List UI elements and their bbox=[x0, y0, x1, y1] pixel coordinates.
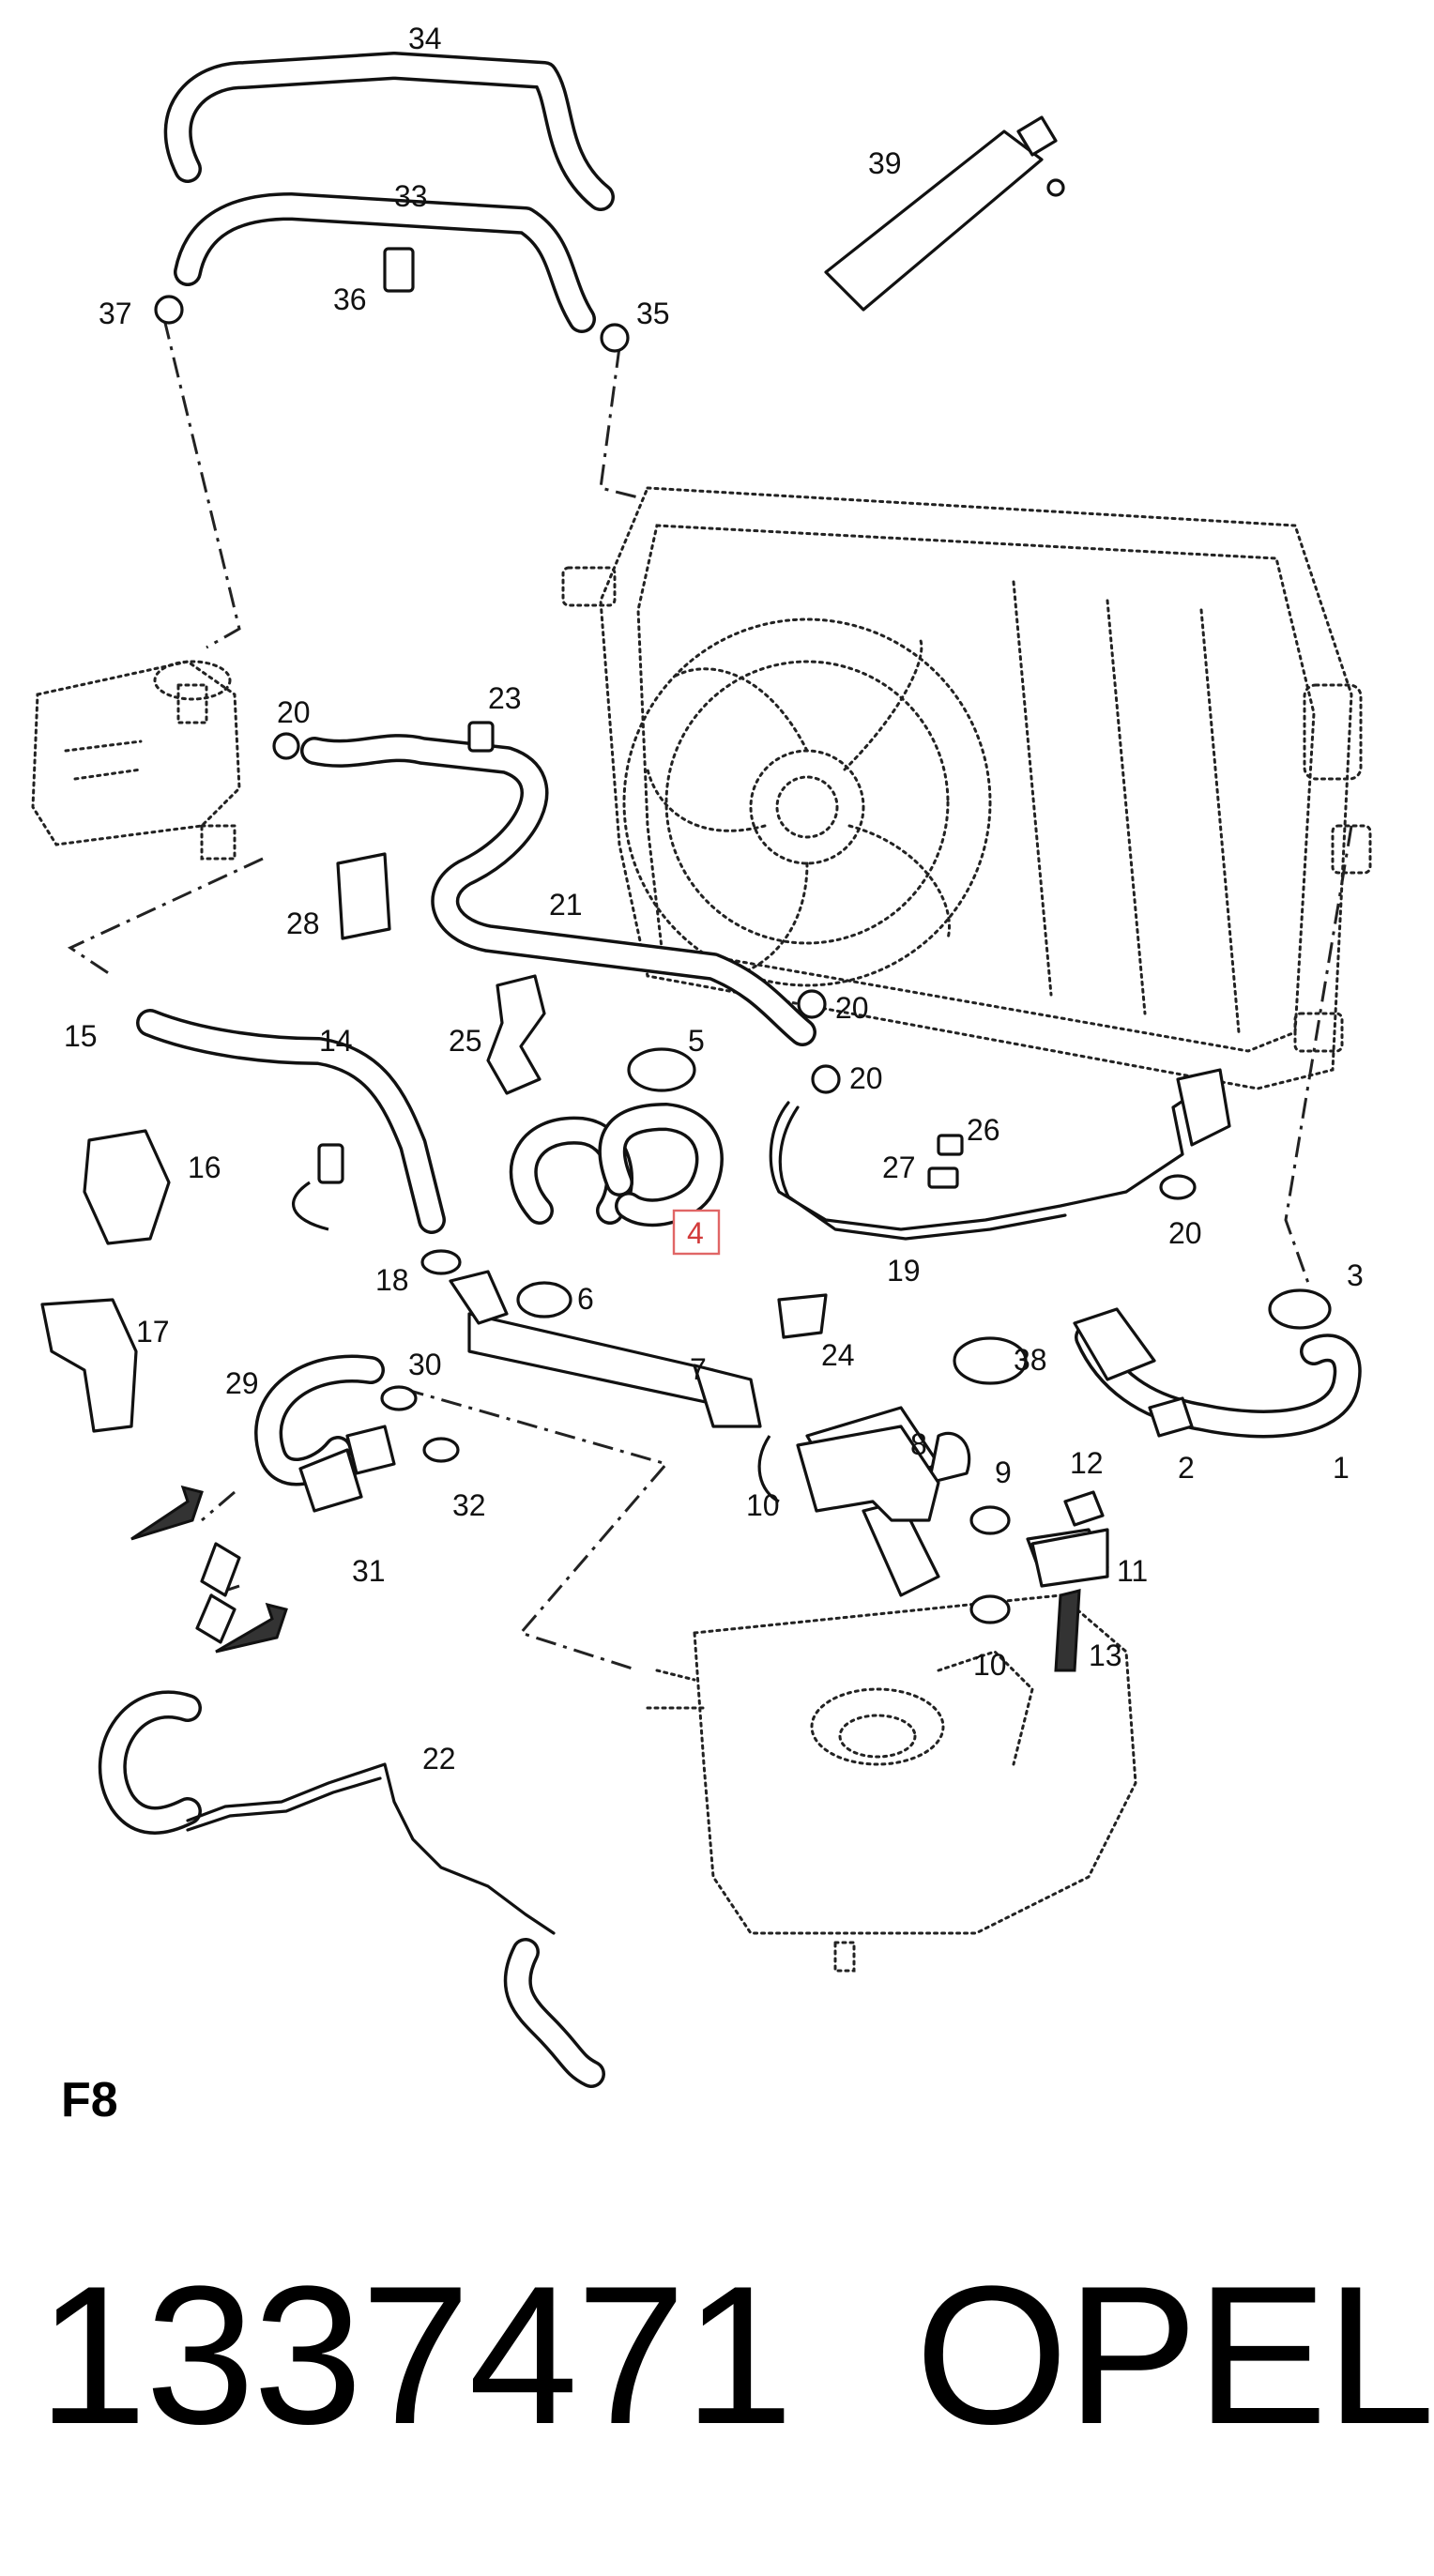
callout-label: 39 bbox=[868, 146, 902, 180]
callout-label: 38 bbox=[1014, 1343, 1047, 1377]
hoses bbox=[98, 52, 1362, 2088]
radiator-fan-assembly bbox=[561, 486, 1372, 1090]
callout-label: 16 bbox=[188, 1151, 221, 1184]
callout-label: 37 bbox=[99, 297, 132, 330]
callout-label: 1 bbox=[1333, 1451, 1350, 1485]
callout-label: 20 bbox=[277, 695, 311, 729]
callout-label: 14 bbox=[319, 1024, 353, 1058]
callout-labels: 1 2 3 4 5 6 7 8 9 10 10 11 12 13 14 15 1… bbox=[61, 22, 1364, 2127]
callout-label: 27 bbox=[882, 1151, 916, 1184]
brand-name: OPEL bbox=[915, 2245, 1434, 2465]
callout-label: 24 bbox=[821, 1338, 855, 1372]
callout-label: 11 bbox=[1117, 1554, 1148, 1588]
small-parts bbox=[40, 115, 1332, 1672]
engine-block bbox=[646, 1593, 1137, 1973]
callout-label: 34 bbox=[408, 22, 442, 55]
page-code: F8 bbox=[61, 2073, 118, 2127]
callout-label: 18 bbox=[375, 1263, 409, 1297]
callout-label: 29 bbox=[225, 1366, 259, 1400]
callout-label: 33 bbox=[394, 179, 428, 213]
callout-label: 5 bbox=[688, 1024, 705, 1058]
callout-label: 10 bbox=[746, 1488, 780, 1522]
callout-label: 20 bbox=[1168, 1216, 1202, 1250]
callout-label: 23 bbox=[488, 681, 522, 715]
highlighted-callout: 4 bbox=[687, 1216, 704, 1250]
callout-label: 20 bbox=[835, 991, 869, 1025]
callout-label: 9 bbox=[995, 1456, 1012, 1489]
callout-label: 25 bbox=[449, 1024, 482, 1058]
callout-label: 6 bbox=[577, 1282, 594, 1316]
callout-label: 22 bbox=[422, 1742, 456, 1776]
callout-label: 21 bbox=[549, 888, 583, 922]
callout-label: 8 bbox=[910, 1427, 927, 1461]
callout-label: 20 bbox=[849, 1061, 883, 1095]
callout-label: 26 bbox=[967, 1113, 1000, 1147]
callout-label: 35 bbox=[636, 297, 670, 330]
callout-label: 19 bbox=[887, 1254, 921, 1288]
callout-label: 31 bbox=[352, 1554, 386, 1588]
callout-label: 28 bbox=[286, 907, 320, 940]
highlighted-callout-box bbox=[672, 1209, 721, 1256]
callout-label: 36 bbox=[333, 282, 367, 316]
callout-label: 12 bbox=[1070, 1446, 1104, 1480]
callout-label: 13 bbox=[1089, 1639, 1122, 1672]
callout-label: 7 bbox=[690, 1352, 707, 1386]
callout-label: 10 bbox=[973, 1648, 1007, 1682]
expansion-tank bbox=[31, 660, 241, 861]
leader-lines bbox=[67, 318, 1353, 1672]
callout-label: 32 bbox=[452, 1488, 486, 1522]
callout-label: 3 bbox=[1347, 1258, 1364, 1292]
part-number: 1337471 bbox=[38, 2245, 794, 2465]
callout-label: 2 bbox=[1178, 1451, 1195, 1485]
callout-label: 15 bbox=[64, 1019, 98, 1053]
callout-label: 30 bbox=[408, 1348, 442, 1381]
callout-label: 17 bbox=[136, 1315, 170, 1349]
